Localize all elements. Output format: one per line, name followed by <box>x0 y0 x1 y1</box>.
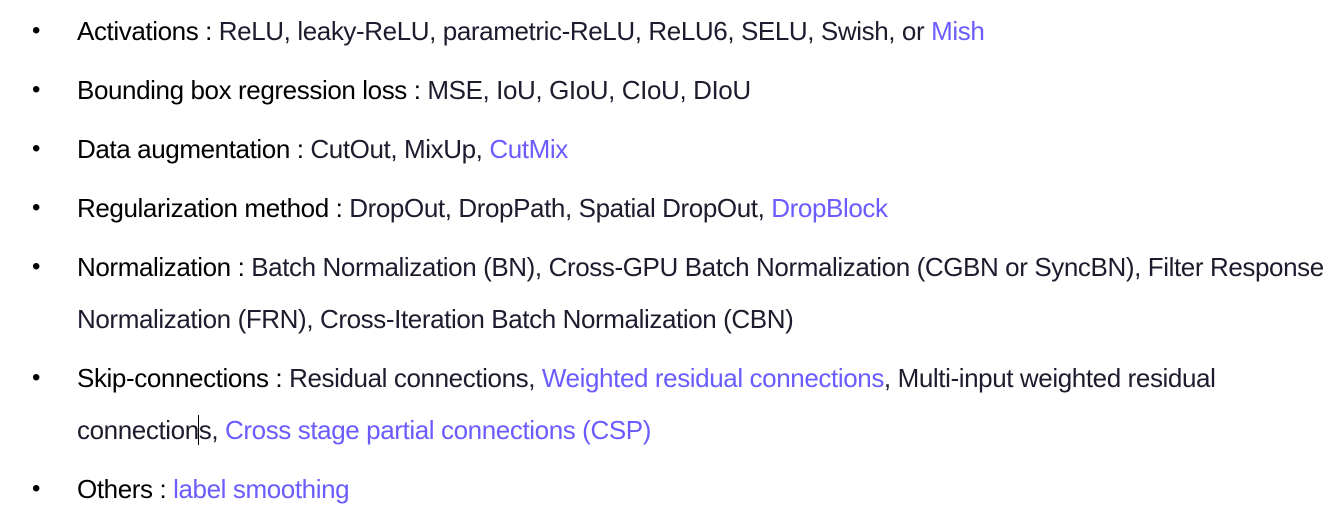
item-label: Bounding box regression loss : <box>77 75 428 105</box>
list-item: • Skip-connections : Residual connections… <box>0 352 1342 456</box>
item-label: Regularization method : <box>77 193 350 223</box>
item-label: Activations : <box>77 16 219 46</box>
item-label: Skip-connections : <box>77 363 290 393</box>
item-value: ReLU, leaky-ReLU, parametric-ReLU, ReLU6… <box>218 16 932 46</box>
bullet-icon: • <box>32 76 41 103</box>
item-value: CutOut, MixUp, <box>310 134 490 164</box>
bullet-icon: • <box>32 475 41 502</box>
text-cursor <box>198 415 200 445</box>
item-label: Others : <box>77 474 174 504</box>
list-item: • Data augmentation : CutOut, MixUp, CutM… <box>0 123 1342 175</box>
item-value: MSE, IoU, GIoU, CIoU, DIoU <box>427 75 751 105</box>
list-item: • Regularization method : DropOut, DropPa… <box>0 182 1342 234</box>
item-label: Data augmentation : <box>77 134 311 164</box>
highlighted-term: DropBlock <box>771 193 888 223</box>
item-value: s, <box>198 415 226 445</box>
highlighted-term: Cross stage partial connections (CSP) <box>225 415 651 445</box>
highlighted-term: label smoothing <box>173 474 350 504</box>
item-value: Batch Normalization (BN), Cross-GPU Batc… <box>77 252 1324 334</box>
bullet-icon: • <box>32 194 41 221</box>
item-label: Normalization : <box>77 252 252 282</box>
bullet-icon: • <box>32 253 41 280</box>
list-item: • Normalization : Batch Normalization (BN… <box>0 241 1342 345</box>
highlighted-term: CutMix <box>489 134 568 164</box>
item-value: , Multi-input weighted residual connecti… <box>77 363 1216 445</box>
list-item: • Activations : ReLU, leaky-ReLU, paramet… <box>0 5 1342 57</box>
list-item: • Others : label smoothing <box>0 463 1342 515</box>
highlighted-term: Weighted residual connections <box>541 363 884 393</box>
bullet-icon: • <box>32 364 41 391</box>
list-item: • Bounding box regression loss : MSE, IoU… <box>0 64 1342 116</box>
bullet-icon: • <box>32 17 41 44</box>
item-value: DropOut, DropPath, Spatial DropOut, <box>349 193 772 223</box>
highlighted-term: Mish <box>931 16 985 46</box>
bullet-icon: • <box>32 135 41 162</box>
feature-list: • Activations : ReLU, leaky-ReLU, paramet… <box>0 5 1344 522</box>
item-value: Residual connections, <box>289 363 542 393</box>
